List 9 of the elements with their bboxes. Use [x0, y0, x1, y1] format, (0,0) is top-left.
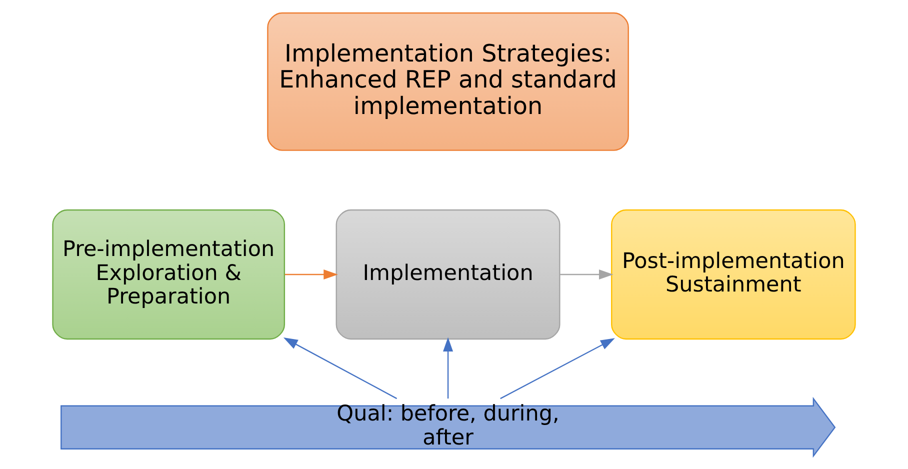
arrow — [284, 269, 338, 280]
arrow — [500, 338, 615, 400]
node-box: Pre-implementation Exploration & Preparation — [52, 209, 286, 340]
node-box: Implementation — [336, 209, 560, 340]
node-box: Implementation Strategies: Enhanced REP and standard implementation — [267, 12, 629, 151]
arrow — [283, 338, 398, 400]
node-box: Post-implementation Sustainment — [611, 209, 856, 340]
arrow — [443, 337, 454, 399]
arrow — [560, 269, 614, 280]
